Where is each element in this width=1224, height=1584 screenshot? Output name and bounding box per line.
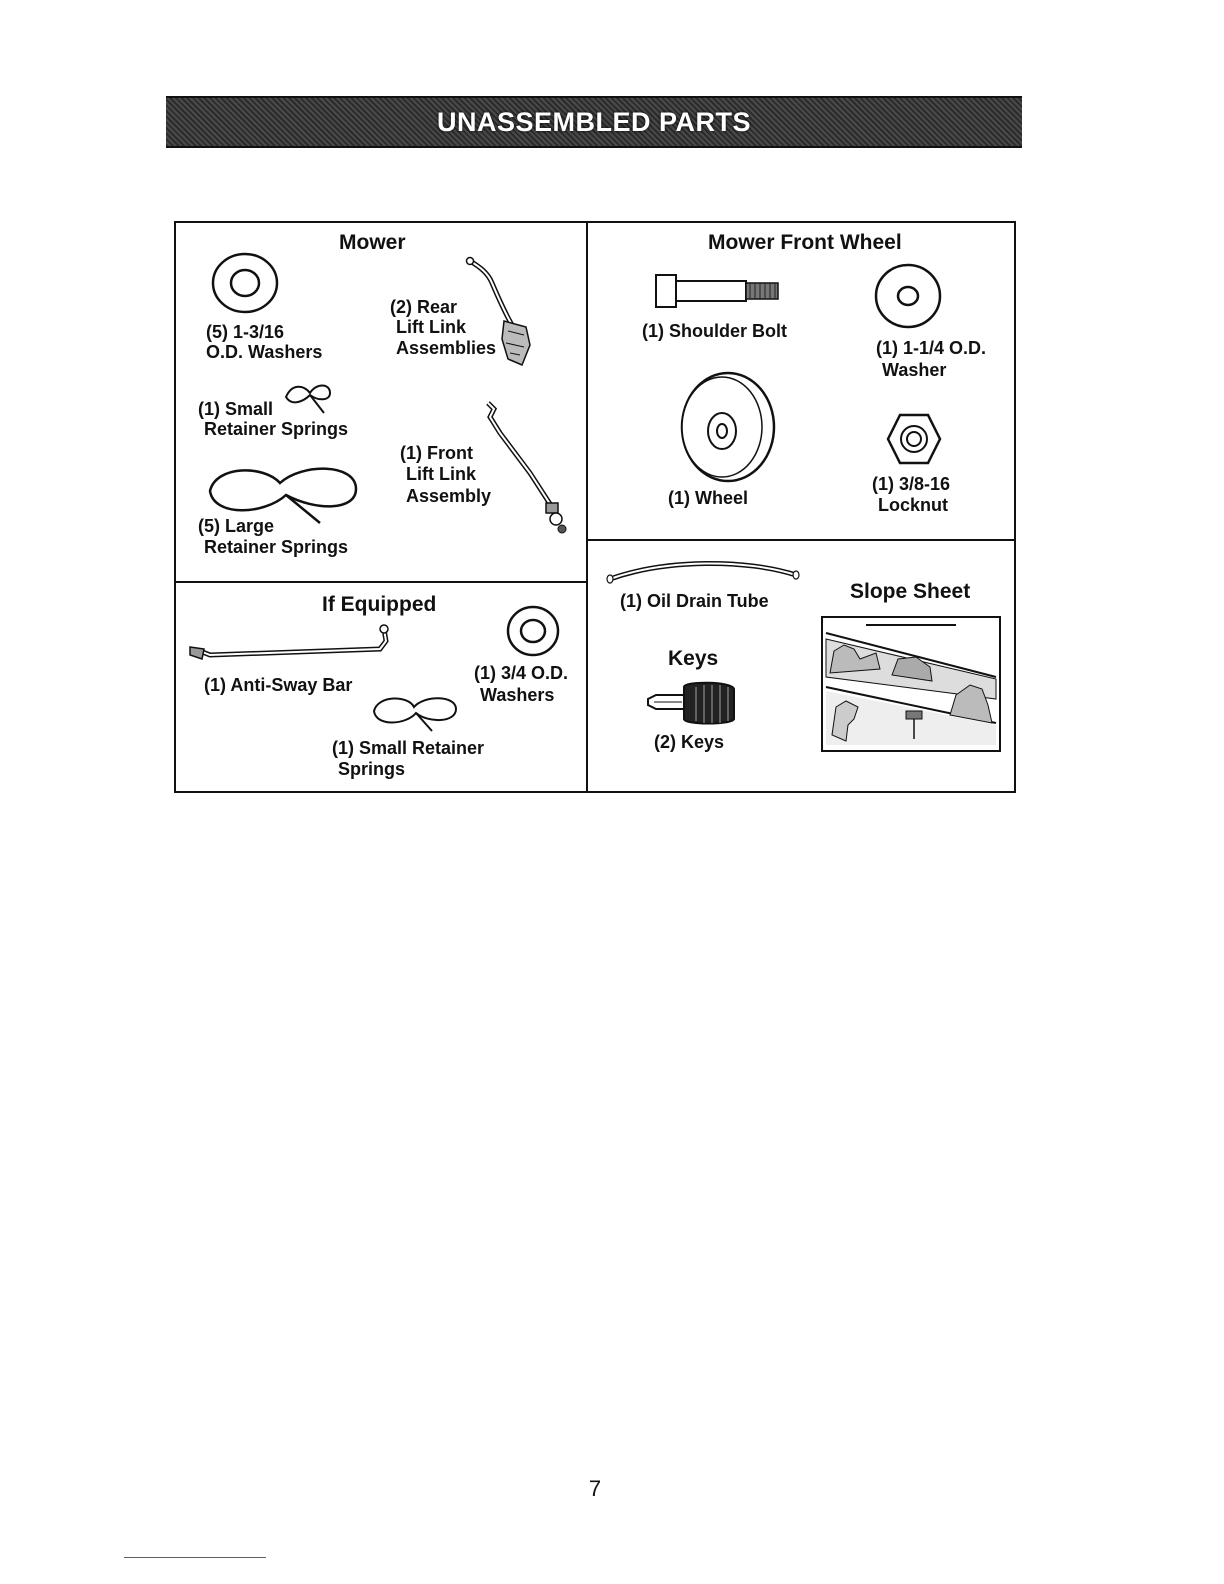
rear-link-name-1: Lift Link <box>396 317 466 337</box>
wheel-washer-name: Washer <box>882 360 947 380</box>
front-link-name-2: Assembly <box>406 486 492 506</box>
equip-spring-qty: (1) Small Retainer <box>332 738 485 758</box>
keys-title: Keys <box>668 647 719 670</box>
anti-sway-bar-icon <box>189 624 389 660</box>
wheel-icon <box>680 371 776 483</box>
washer-icon <box>874 263 942 329</box>
locknut-icon <box>886 413 942 465</box>
parts-grid: Mower (5) 1-3/16 O.D. Washers (2) Rear L… <box>174 221 1016 793</box>
if-equipped-section-title: If Equipped <box>322 593 437 616</box>
rear-lift-link-icon <box>465 256 531 366</box>
wheel-washer-qty: (1) 1-1/4 O.D. <box>876 338 987 358</box>
grid-divider-left <box>176 581 586 583</box>
equip-washers-name: Washers <box>480 685 555 705</box>
rear-link-qty: (2) Rear <box>390 297 458 317</box>
front-link-qty: (1) Front <box>400 443 473 463</box>
slope-sheet-image <box>821 616 1001 752</box>
footer-rule <box>124 1557 266 1558</box>
mower-washers-name: O.D. Washers <box>206 342 323 362</box>
grid-divider-vertical <box>586 223 588 791</box>
washer-icon <box>506 605 560 657</box>
grid-divider-right <box>588 539 1014 541</box>
anti-sway-bar-label: (1) Anti-Sway Bar <box>204 675 353 695</box>
front-wheel-section-title: Mower Front Wheel <box>708 231 902 254</box>
oil-drain-tube-icon <box>606 561 800 584</box>
key-icon <box>647 681 735 725</box>
small-retainer-spring-icon <box>284 384 332 414</box>
washer-icon <box>211 252 279 314</box>
equip-spring-name: Springs <box>338 759 406 779</box>
oil-drain-tube-label: (1) Oil Drain Tube <box>620 591 769 611</box>
locknut-name: Locknut <box>878 495 948 515</box>
small-retainer-spring-icon <box>372 697 458 732</box>
large-spring-name: Retainer Springs <box>204 537 349 557</box>
front-lift-link-icon <box>486 401 567 534</box>
banner-title: UNASSEMBLED PARTS <box>436 106 752 137</box>
section-banner: UNASSEMBLED PARTS <box>166 96 1022 148</box>
equip-washers-qty: (1) 3/4 O.D. <box>474 663 569 683</box>
locknut-qty: (1) 3/8-16 <box>872 474 951 494</box>
wheel-label: (1) Wheel <box>668 488 749 508</box>
shoulder-bolt-label: (1) Shoulder Bolt <box>642 321 787 341</box>
shoulder-bolt-icon <box>655 274 779 308</box>
large-retainer-spring-icon <box>208 467 358 524</box>
small-spring-name: Retainer Springs <box>204 419 349 439</box>
front-link-name-1: Lift Link <box>406 464 476 484</box>
page-number: 7 <box>588 1476 602 1501</box>
slope-sheet-title: Slope Sheet <box>850 580 971 603</box>
mower-section-title: Mower <box>339 231 406 254</box>
small-spring-qty: (1) Small <box>198 399 274 419</box>
rear-link-name-2: Assemblies <box>396 338 497 358</box>
keys-label: (2) Keys <box>654 732 725 752</box>
large-spring-qty: (5) Large <box>198 516 275 536</box>
mower-washers-qty: (5) 1-3/16 <box>206 322 285 342</box>
